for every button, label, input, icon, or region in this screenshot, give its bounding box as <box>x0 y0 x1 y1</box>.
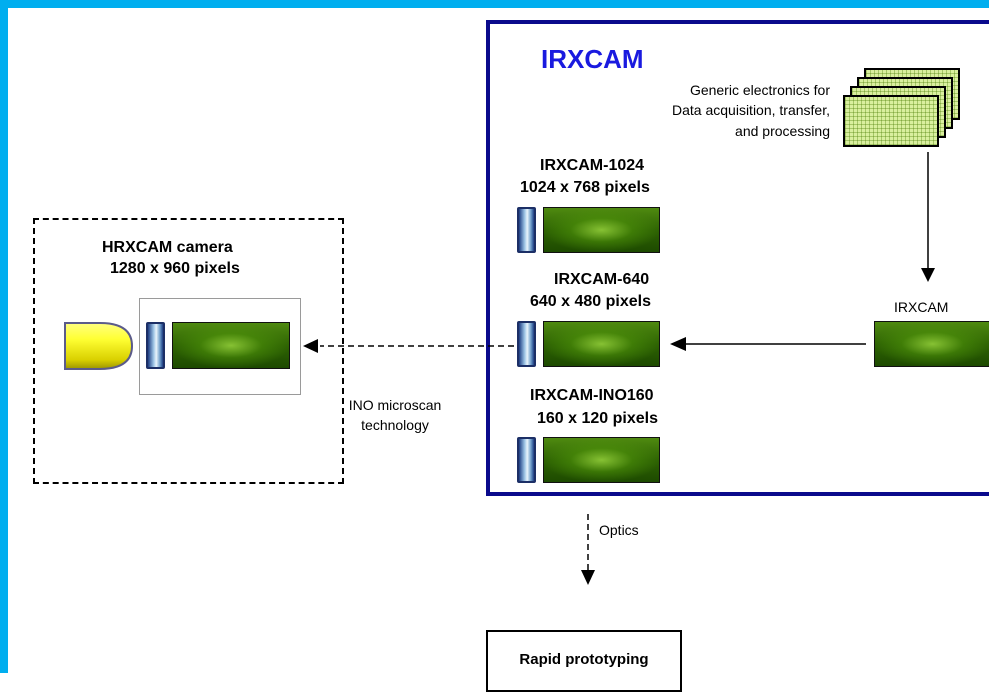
page-frame <box>0 0 989 673</box>
irxcam-1024-name: IRXCAM-1024 <box>540 157 645 174</box>
lens-icon <box>517 437 536 483</box>
irxcam-panel <box>486 20 989 496</box>
arrow-head-left <box>670 337 686 351</box>
lens-icon <box>517 207 536 253</box>
irxcam-1024-resolution: 1024 x 768 pixels <box>520 179 650 196</box>
irxcam-title: IRXCAM <box>541 44 644 74</box>
hrxcam-camera-box <box>33 218 344 484</box>
sensor-chip-640 <box>543 321 660 367</box>
camera-objective-icon <box>64 322 134 370</box>
irxcam-640-resolution: 640 x 480 pixels <box>530 293 651 310</box>
irxcam-ino160-name: IRXCAM-INO160 <box>530 387 654 404</box>
arrow-head-left <box>303 339 318 353</box>
sensor-chip-ino160 <box>543 437 660 483</box>
generic-electronics-line-3: and processing <box>735 123 830 139</box>
irxcam-core-label: IRXCAM <box>894 299 949 315</box>
arrow-head-down <box>921 268 935 282</box>
sensor-chip-core <box>874 321 989 367</box>
lens-icon <box>146 322 165 369</box>
board-layer-4 <box>843 95 939 147</box>
irxcam-640-name: IRXCAM-640 <box>554 271 650 288</box>
sensor-chip-1024 <box>543 207 660 253</box>
hrxcam-resolution: 1280 x 960 pixels <box>110 260 240 277</box>
arrow-head-down <box>581 570 595 585</box>
irxcam-ino160-resolution: 160 x 120 pixels <box>537 410 658 427</box>
optics-label: Optics <box>599 522 639 538</box>
sensor-chip-hrxcam <box>172 322 290 369</box>
connector-layer <box>303 152 935 585</box>
lens-icon <box>517 321 536 367</box>
microscan-label-line-2: technology <box>361 417 429 433</box>
hrxcam-title: HRXCAM camera <box>102 239 233 256</box>
rapid-prototyping-label: Rapid prototyping <box>519 651 649 668</box>
generic-electronics-line-1: Generic electronics for <box>689 82 830 98</box>
generic-electronics-line-2: Data acquisition, transfer, <box>672 102 830 118</box>
microscan-label-line-1: INO microscan <box>348 397 442 413</box>
